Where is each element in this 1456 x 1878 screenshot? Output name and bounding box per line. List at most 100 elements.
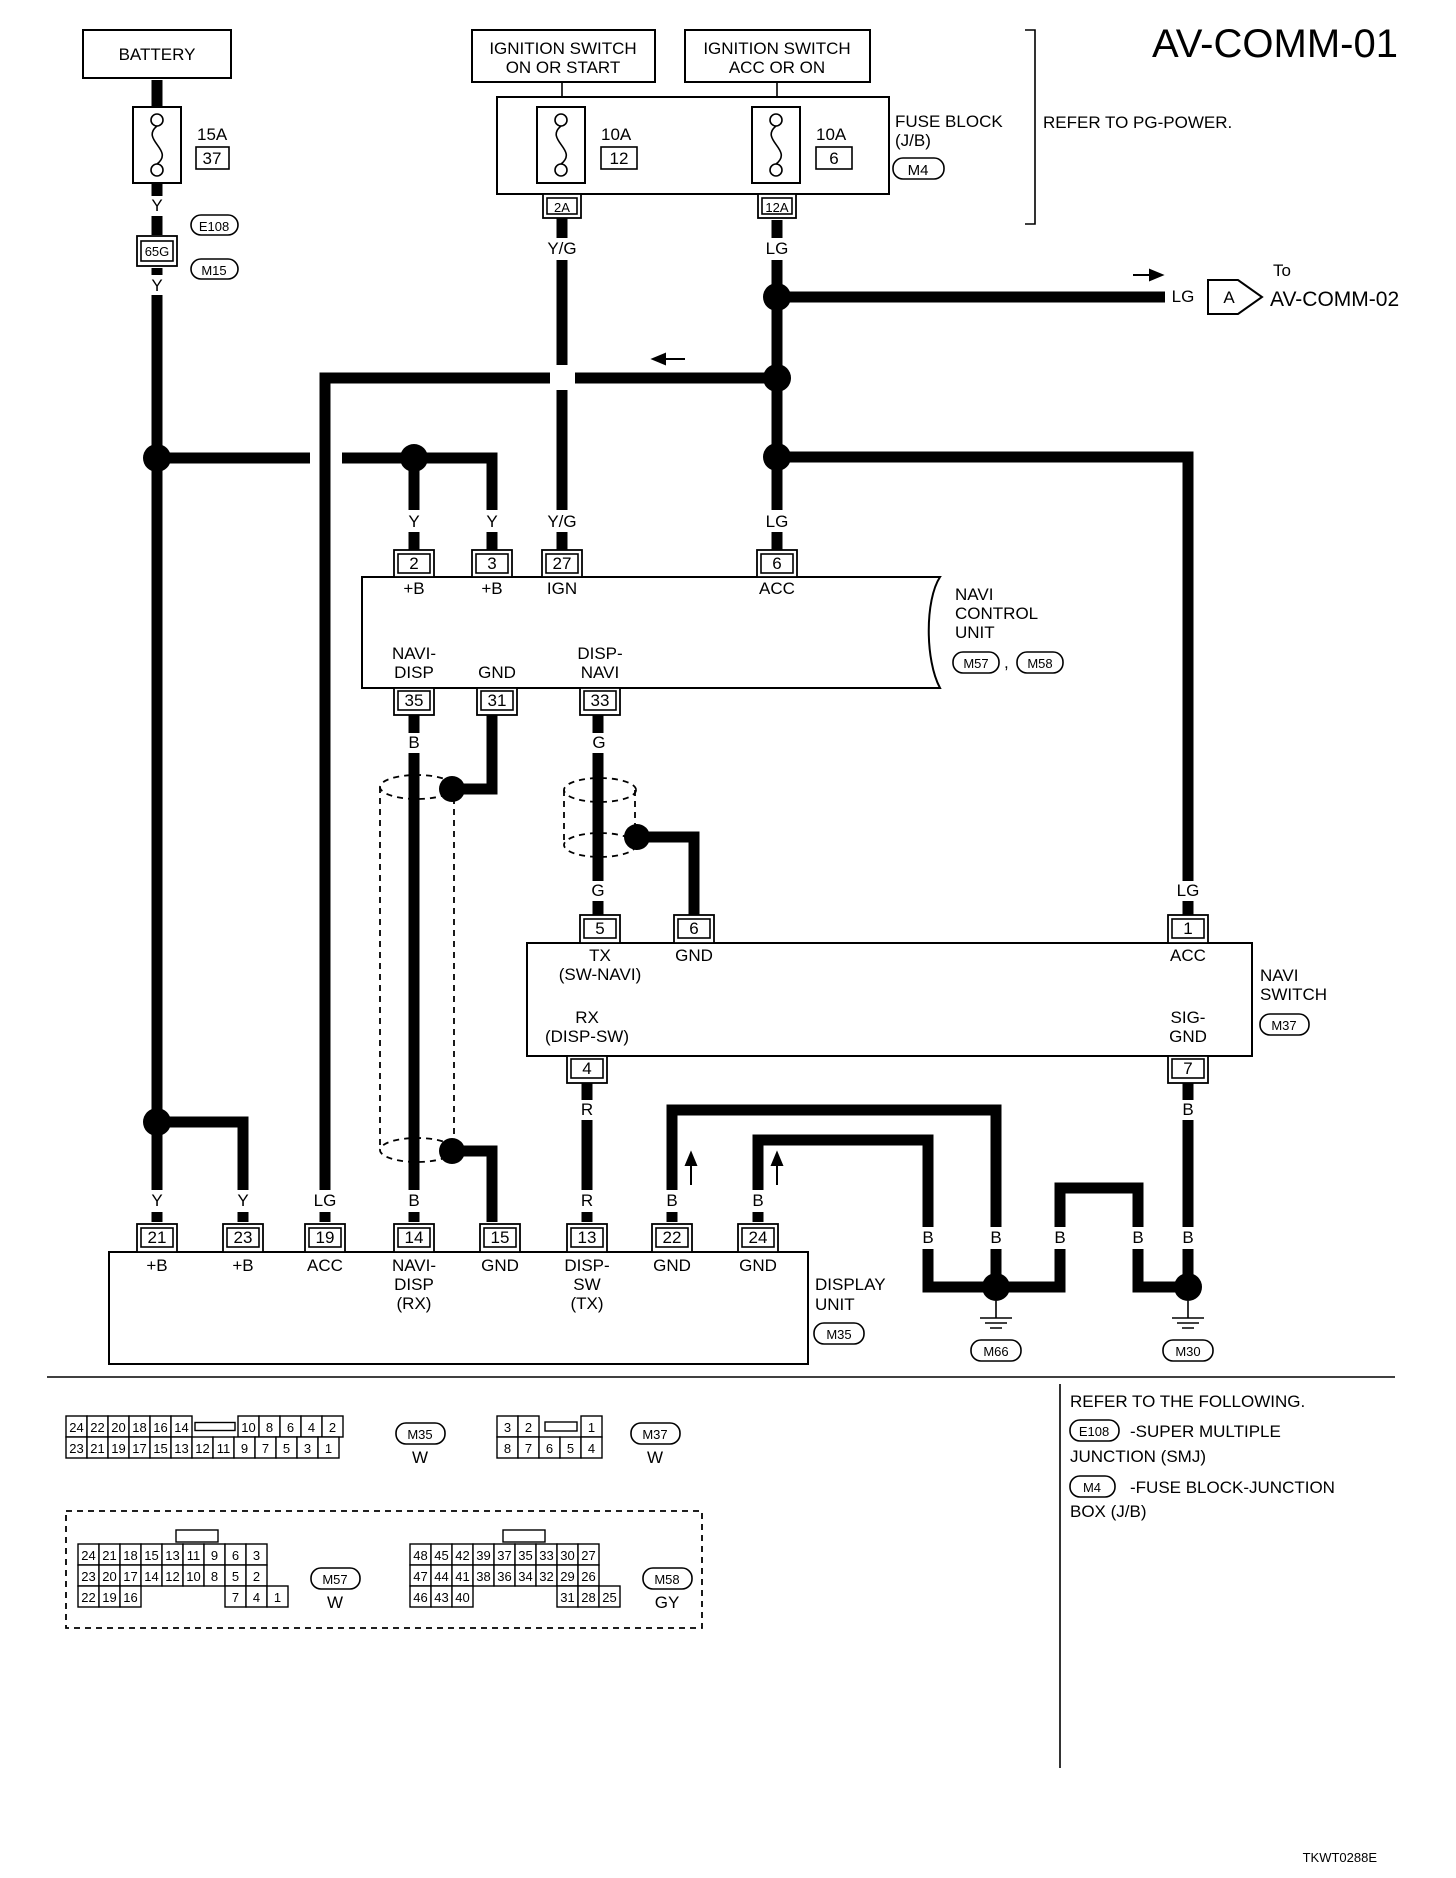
arrow-up-22	[684, 1150, 698, 1185]
pin-number: 30	[560, 1548, 574, 1563]
pin-number: 14	[174, 1420, 188, 1435]
svg-text:+B: +B	[232, 1256, 253, 1275]
svg-text:M35: M35	[407, 1427, 432, 1442]
pin-number: 23	[69, 1441, 83, 1456]
pin-number: 3	[304, 1441, 311, 1456]
fuse-12-num: 12	[610, 149, 629, 168]
ign-on-label-1: IGNITION SWITCH	[489, 39, 636, 58]
wire-ncu-gnd	[452, 715, 498, 795]
pin-number: 47	[413, 1569, 427, 1584]
pin-number: 22	[81, 1590, 95, 1605]
pin-number: 48	[413, 1548, 427, 1563]
shield-navi-disp	[379, 787, 455, 1150]
pin-number: 21	[90, 1441, 104, 1456]
pin-cell	[317, 1436, 340, 1459]
connector-a-label: A	[1223, 288, 1235, 307]
pin-number: 11	[217, 1441, 231, 1456]
terminal-65g: 65G	[136, 235, 178, 267]
ign-feed-lines	[561, 82, 778, 97]
svg-text:IGN: IGN	[547, 579, 577, 598]
pin-number: 1	[588, 1420, 595, 1435]
pin-number: 6	[287, 1420, 294, 1435]
svg-text:SW: SW	[573, 1275, 600, 1294]
pin-number: 14	[144, 1569, 158, 1584]
to-label: To	[1273, 261, 1291, 280]
connector-m37: M37	[1259, 1013, 1310, 1036]
to-target: AV-COMM-02	[1270, 288, 1399, 311]
face-m37-tag: M37 W	[630, 1422, 681, 1467]
pin-number: 34	[518, 1569, 532, 1584]
ncu-pin-6: LG 6 ACC	[756, 510, 798, 598]
pin-number: 10	[241, 1420, 255, 1435]
splice-lg-av02	[763, 283, 791, 311]
wire-display-23	[157, 1116, 249, 1222]
svg-text:LG: LG	[1177, 881, 1200, 900]
fuse-block-label-1: FUSE BLOCK	[895, 112, 1003, 131]
svg-text:6: 6	[689, 919, 698, 938]
svg-text:B: B	[990, 1228, 1001, 1247]
pin-number: 45	[434, 1548, 448, 1563]
wire-color-lg-av02: LG	[1172, 287, 1195, 306]
svg-text:DISP-: DISP-	[564, 1256, 609, 1275]
splice-lg-switch	[763, 443, 791, 471]
pin-number: 20	[102, 1569, 116, 1584]
ncu-pin-35: NAVI- DISP 35 B	[392, 644, 436, 753]
arrow-up-24	[770, 1150, 784, 1185]
svg-text:M35: M35	[826, 1327, 851, 1342]
arrows	[650, 268, 1165, 1185]
svg-text:SIG-: SIG-	[1171, 1008, 1206, 1027]
svg-text:GND: GND	[1169, 1027, 1207, 1046]
pin-number: 7	[232, 1590, 239, 1605]
pin-number: 41	[455, 1569, 469, 1584]
fuse-37: 15A 37	[132, 106, 230, 184]
du-pin-15: 15 GND	[479, 1223, 521, 1275]
wires	[151, 80, 1194, 1293]
du-pin-24: B 24 GND	[737, 1190, 779, 1275]
wire-display-15-gnd	[452, 1145, 498, 1222]
connector-latch	[175, 1529, 219, 1543]
pin-number: 8	[266, 1420, 273, 1435]
svg-text:B: B	[1182, 1100, 1193, 1119]
connector-m15: M15	[190, 258, 239, 280]
battery-box: BATTERY	[82, 29, 232, 79]
svg-text:B: B	[408, 733, 419, 752]
pin-number: 8	[211, 1569, 218, 1584]
label-bg-y1	[148, 196, 166, 216]
pin-number: 38	[476, 1569, 490, 1584]
wire-g-shield-gnd	[637, 831, 700, 915]
splice-battery-bus	[143, 444, 171, 472]
pin-number: 37	[497, 1548, 511, 1563]
svg-text:24: 24	[749, 1228, 768, 1247]
pin-number: 9	[241, 1441, 248, 1456]
svg-text:M37: M37	[1271, 1018, 1296, 1033]
pin-number: 2	[525, 1420, 532, 1435]
ncu-pin-33: DISP- NAVI 33 G	[577, 644, 623, 753]
pin-number: 15	[144, 1548, 158, 1563]
pin-number: 21	[102, 1548, 116, 1563]
nsw-name-2: SWITCH	[1260, 985, 1327, 1004]
pin-number: 40	[455, 1590, 469, 1605]
pin-cell	[598, 1585, 621, 1608]
svg-text:Y: Y	[486, 512, 497, 531]
ncu-name-2: CONTROL	[955, 604, 1038, 623]
svg-text:M58: M58	[654, 1572, 679, 1587]
ncu-pin-3: Y 3 +B	[471, 510, 513, 598]
pin-number: 4	[308, 1420, 315, 1435]
terminal-12a: 12A	[757, 193, 797, 219]
pin-number: 17	[123, 1569, 137, 1584]
splice-shield-bottom	[439, 1138, 465, 1164]
nsw-pin-4: RX (DISP-SW) 4 R	[545, 1008, 629, 1120]
refer-e108-2: JUNCTION (SMJ)	[1070, 1447, 1206, 1466]
pin-number: 9	[211, 1548, 218, 1563]
pin-number: 7	[262, 1441, 269, 1456]
pin-number: 42	[455, 1548, 469, 1563]
ign-acc-label-2: ACC OR ON	[729, 58, 825, 77]
svg-text:5: 5	[595, 919, 604, 938]
svg-text:NAVI-: NAVI-	[392, 644, 436, 663]
ncu-pin-2: Y 2 +B	[393, 510, 435, 598]
pin-number: 27	[581, 1548, 595, 1563]
pin-number: 18	[123, 1548, 137, 1563]
svg-text:22: 22	[663, 1228, 682, 1247]
svg-text:TX: TX	[589, 946, 611, 965]
